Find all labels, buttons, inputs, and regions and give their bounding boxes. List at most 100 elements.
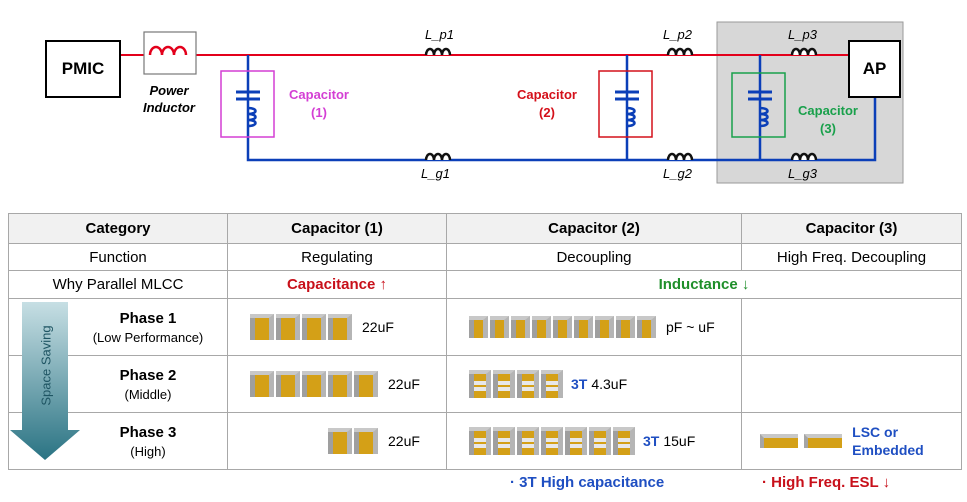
header-capacitor-3: Capacitor (3) [741, 213, 962, 244]
phase-3-c2-value: 15uF [663, 433, 696, 449]
function-capacitor-1: Regulating [227, 243, 447, 271]
capacitor-symbol-2 [615, 90, 639, 101]
mlcc-3t-chip-icon [469, 427, 491, 455]
phase-3-c3-line2: Embedded [852, 442, 924, 458]
ground-rail [246, 92, 877, 162]
mlcc-3t-chip-icon [613, 427, 635, 455]
phase-1-c1-value: 22uF [362, 319, 394, 335]
mlcc-chip-icon [328, 428, 352, 454]
phase-3-3t-tag: 3T [643, 433, 660, 449]
mlcc-comparison-table: Category Capacitor (1) Capacitor (2) Cap… [8, 213, 962, 470]
inductor-lp3-icon [790, 47, 818, 56]
mlcc-chip-icon [469, 316, 488, 338]
phase-2-sub: (Middle) [124, 386, 172, 402]
inductor-lg3-icon [790, 152, 818, 161]
mlcc-chip-icon [276, 314, 300, 340]
mlcc-chip-group [250, 371, 380, 397]
mlcc-chip-group [328, 428, 380, 454]
phase-2-name: Phase 2 [119, 366, 177, 384]
lsc-chip-icon [760, 434, 798, 448]
mlcc-chip-icon [574, 316, 593, 338]
mlcc-chip-group [469, 316, 658, 338]
footnote-3t-high-capacitance: · 3T High capacitance [510, 474, 665, 491]
capacitor-symbol-3 [748, 90, 772, 101]
why-capacitance: Capacitance ↑ [227, 270, 447, 299]
mlcc-3t-chip-group [469, 370, 565, 398]
mlcc-chip-icon [354, 428, 378, 454]
mlcc-chip-icon [328, 371, 352, 397]
mlcc-chip-icon [616, 316, 635, 338]
label-lp1: L_p1 [425, 27, 454, 42]
phase-1-capacitor-1: 22uF [227, 298, 447, 356]
header-category: Category [8, 213, 228, 244]
capacitor-3-label-line1: Capacitor [798, 103, 858, 118]
phase-1-c2-value: pF ~ uF [666, 319, 715, 335]
phase-3-capacitor-1: 22uF [227, 412, 447, 470]
phase-1-row: Phase 1 (Low Performance) 22uF pF ~ uF [8, 298, 962, 356]
phase-3-capacitor-3: LSC or Embedded [741, 412, 962, 470]
esl-coil-3 [759, 106, 769, 128]
capacitor-1-label-line2: (1) [311, 105, 327, 120]
label-lp2: L_p2 [663, 27, 692, 42]
mlcc-3t-chip-icon [565, 427, 587, 455]
phase-2-c2-value: 4.3uF [591, 376, 628, 392]
label-lg3: L_g3 [788, 166, 817, 181]
mlcc-chip-icon [490, 316, 509, 338]
inductor-lg2-icon [666, 152, 694, 161]
power-inductor-box [143, 31, 197, 75]
phase-3-sub: (High) [130, 443, 166, 459]
phase-2-capacitor-1: 22uF [227, 355, 447, 413]
mlcc-3t-chip-icon [493, 427, 515, 455]
why-parallel-label: Why Parallel MLCC [8, 270, 228, 299]
esl-coil-2 [626, 106, 636, 128]
table-header-row: Category Capacitor (1) Capacitor (2) Cap… [8, 213, 962, 244]
mlcc-chip-icon [595, 316, 614, 338]
mlcc-chip-icon [250, 371, 274, 397]
inductor-lp1-icon [424, 47, 452, 56]
ap-block: AP [848, 40, 901, 98]
capacitor-2-label-line2: (2) [539, 105, 555, 120]
mlcc-chip-icon [354, 371, 378, 397]
inductor-lp2-icon [666, 47, 694, 56]
phase-1-sub: (Low Performance) [92, 329, 204, 345]
mlcc-3t-chip-icon [517, 427, 539, 455]
space-saving-arrow [10, 302, 80, 460]
pmic-block: PMIC [45, 40, 121, 98]
phase-2-capacitor-3 [741, 355, 962, 413]
inductor-lg1-icon [424, 152, 452, 161]
mlcc-chip-icon [250, 314, 274, 340]
capacitor-frame-1 [220, 70, 275, 138]
phase-3-c1-value: 22uF [388, 433, 420, 449]
mlcc-chip-icon [276, 371, 300, 397]
mlcc-chip-icon [328, 314, 352, 340]
mlcc-3t-chip-icon [493, 370, 515, 398]
capacitor-frame-2 [598, 70, 653, 138]
function-row: Function Regulating Decoupling High Freq… [8, 243, 962, 271]
why-inductance: Inductance ↓ [446, 270, 962, 299]
mlcc-chip-icon [511, 316, 530, 338]
mlcc-3t-chip-group [469, 427, 637, 455]
capacitor-1-label: Capacitor (1) [281, 86, 357, 122]
phase-3-c3-text: LSC or Embedded [852, 423, 924, 459]
lsc-chip-icon [804, 434, 842, 448]
power-inductor-label-line2: Inductor [143, 100, 195, 115]
capacitor-1-label-line1: Capacitor [289, 87, 349, 102]
function-capacitor-2: Decoupling [446, 243, 742, 271]
mlcc-chip-icon [637, 316, 656, 338]
function-capacitor-3: High Freq. Decoupling [741, 243, 962, 271]
power-inductor-label-line1: Power [149, 83, 189, 98]
mlcc-3t-chip-icon [589, 427, 611, 455]
mlcc-3t-chip-icon [469, 370, 491, 398]
phase-2-c1-value: 22uF [388, 376, 420, 392]
phase-3-c3-line1: LSC or [852, 424, 899, 440]
power-inductor-icon [148, 45, 188, 56]
footnote-high-freq-esl: · High Freq. ESL ↓ [762, 474, 891, 491]
space-saving-label: Space Saving [38, 325, 54, 406]
mlcc-3t-chip-icon [541, 370, 563, 398]
capacitor-frame-3 [731, 72, 786, 138]
capacitor-2-label-line1: Capacitor [517, 87, 577, 102]
